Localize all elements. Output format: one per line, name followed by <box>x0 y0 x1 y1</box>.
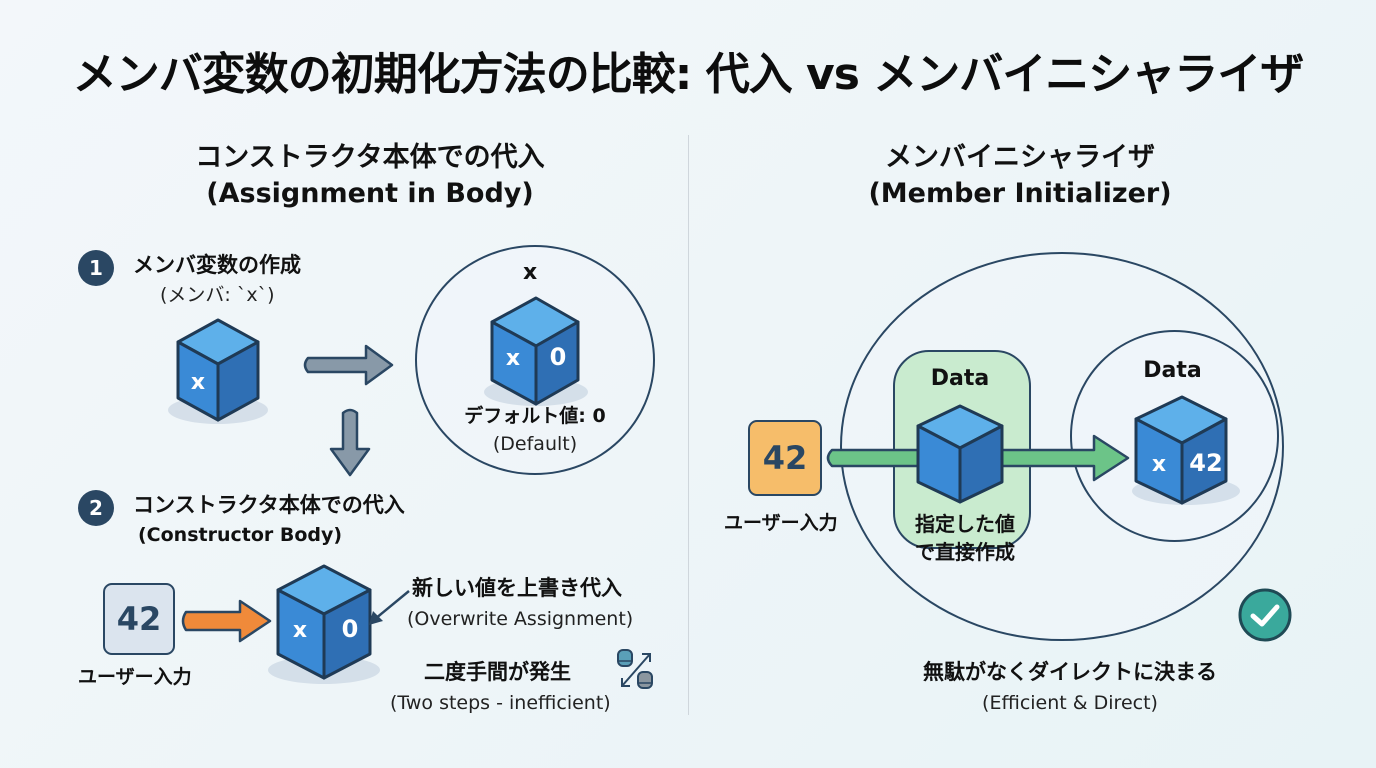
default-value-en: (Default) <box>492 433 578 455</box>
arrow-down-icon <box>329 408 371 477</box>
step-2-badge: 2 <box>78 490 114 526</box>
direct-create-line1: 指定した値 <box>915 512 1015 536</box>
circle-title: x <box>523 260 538 285</box>
cube-value: 0 <box>342 615 359 643</box>
direct-create-line2: で直接作成 <box>915 540 1015 564</box>
swap-icon <box>617 649 653 689</box>
two-steps-en: (Two steps - inefficient) <box>390 692 611 714</box>
data-label-result: Data <box>1143 358 1202 383</box>
orange-arrow-icon <box>181 599 272 643</box>
arrow-right-icon <box>303 344 394 386</box>
left-heading: コンストラクタ本体での代入 (Assignment in Body) <box>110 140 630 212</box>
cube-init-icon <box>916 404 1004 504</box>
cube-label: x <box>1152 452 1166 477</box>
cube-label: x <box>293 618 307 643</box>
cube-label: x <box>506 346 520 371</box>
left-heading-en: (Assignment in Body) <box>206 178 534 209</box>
pointer-arrow-icon <box>369 590 410 625</box>
cube-result-icon: x 42 <box>1132 395 1240 505</box>
right-heading: メンバイニシャライザ (Member Initializer) <box>760 140 1280 212</box>
user-input-box: 42 <box>103 583 175 655</box>
summary-label: 無駄がなくダイレクトに決まる <box>923 660 1217 684</box>
step-2-label: コンストラクタ本体での代入 <box>133 493 405 517</box>
cube-x-icon: x <box>168 318 268 424</box>
column-divider <box>688 135 689 715</box>
user-input-box-right: 42 <box>748 420 822 496</box>
cube-default-icon: x 0 <box>484 296 588 406</box>
step-1-badge: 1 <box>78 250 114 286</box>
cube-value: 42 <box>1189 449 1222 477</box>
left-heading-jp: コンストラクタ本体での代入 <box>195 142 545 173</box>
default-value-label: デフォルト値: 0 <box>464 405 606 427</box>
cube-label: x <box>191 370 205 395</box>
step-1-label: メンバ変数の作成 <box>133 253 301 277</box>
direct-create-label: 指定した値 で直接作成 <box>905 510 1025 566</box>
user-input-label: ユーザー入力 <box>78 666 192 688</box>
data-label-init: Data <box>930 366 990 391</box>
step-1-sub: (メンバ: `x`) <box>160 284 275 306</box>
overwrite-en: (Overwrite Assignment) <box>407 608 634 630</box>
right-heading-jp: メンバイニシャライザ <box>885 142 1155 173</box>
overwrite-label: 新しい値を上書き代入 <box>412 576 622 600</box>
right-heading-en: (Member Initializer) <box>868 178 1172 209</box>
two-steps-label: 二度手間が発生 <box>424 660 571 684</box>
summary-en: (Efficient & Direct) <box>982 692 1158 714</box>
check-icon <box>1238 588 1292 642</box>
user-input-label-right: ユーザー入力 <box>724 512 838 534</box>
cube-value: 0 <box>550 343 567 371</box>
page-title: メンバ変数の初期化方法の比較: 代入 vs メンバイニシャライザ <box>72 49 1304 100</box>
cube-overwrite-icon: x 0 <box>268 564 380 684</box>
step-2-sub: (Constructor Body) <box>138 524 343 546</box>
